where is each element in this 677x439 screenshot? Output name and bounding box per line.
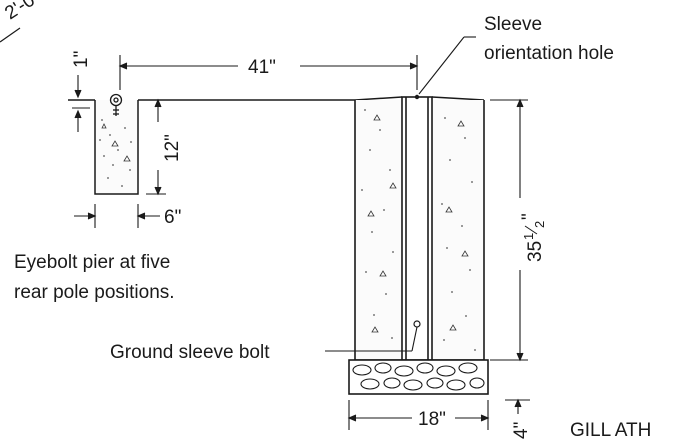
thirty-five-dimension <box>490 98 528 362</box>
sleeve-leader <box>418 36 476 95</box>
forty-one-text: 41" <box>248 57 276 78</box>
one-inch-dimension <box>72 75 90 132</box>
gravel-base <box>348 359 489 395</box>
four-text: 4" <box>511 422 532 439</box>
thirty-five-den: 2 <box>532 221 547 228</box>
one-inch-text: 1" <box>71 51 92 68</box>
orientation-hole-icon <box>414 94 420 100</box>
thirty-five-whole: 35 <box>525 241 546 262</box>
eighteen-text: 18" <box>418 409 446 430</box>
thirty-five-text: 35 1 2 " <box>519 213 547 262</box>
main-pier-aggregate <box>361 109 476 351</box>
eyebolt-note-line1: Eyebolt pier at five <box>14 252 170 273</box>
eighteen-dimension <box>347 400 490 430</box>
eyebolt-pier <box>94 93 139 195</box>
twelve-dimension <box>146 98 166 196</box>
thirty-five-inch: " <box>519 213 540 220</box>
title-fragment: GILL ATH <box>570 420 651 439</box>
eyebolt-pier-aggregate <box>99 119 132 187</box>
forty-one-dimension <box>118 55 419 90</box>
ground-sleeve-leader-tail <box>411 326 418 352</box>
four-dimension <box>505 398 530 414</box>
ground-sleeve-label: Ground sleeve bolt <box>110 342 270 363</box>
thirty-five-num: 1 <box>521 233 536 240</box>
twelve-text: 12" <box>162 134 183 162</box>
main-pier <box>354 94 485 361</box>
main-pier-triangles <box>367 114 469 333</box>
six-text: 6" <box>164 207 181 228</box>
eyebolt-icon <box>109 93 123 116</box>
eyebolt-note-line2: rear pole positions. <box>14 282 175 303</box>
top-partial-dimension-text: 2'-0 <box>1 0 39 24</box>
sleeve-label-line2: orientation hole <box>484 43 614 64</box>
top-partial-dimension: 2'-0 <box>0 0 39 43</box>
six-dimension <box>74 204 160 228</box>
sleeve-label-line1: Sleeve <box>484 14 542 35</box>
ground-line <box>68 96 485 101</box>
